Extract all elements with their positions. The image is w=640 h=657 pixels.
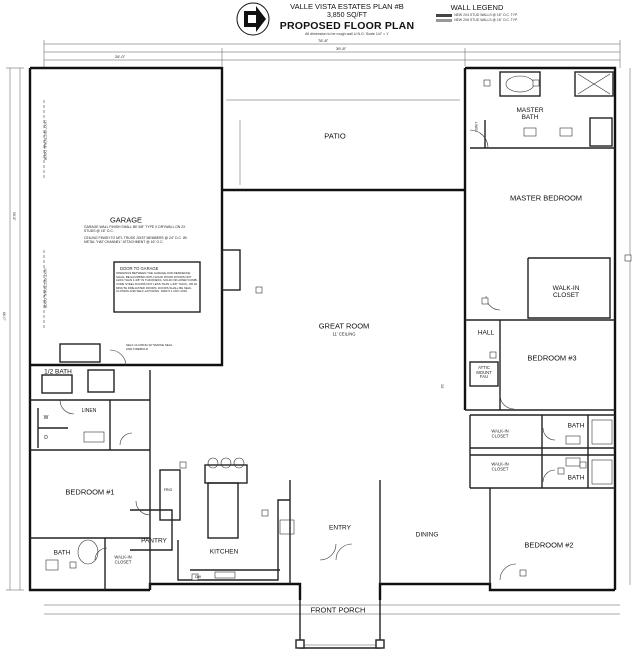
room-front-porch: FRONT PORCH	[310, 605, 366, 615]
dimension-lines	[6, 40, 631, 646]
dryer-label: D	[44, 435, 48, 441]
room-kitchen: KITCHEN	[209, 548, 239, 556]
garage-sectional-door-lower: 16'X7' SECTIONAL DOOR	[43, 268, 47, 309]
room-walkin-closet-b1: WALK-IN CLOSET	[114, 554, 132, 564]
room-bath-r2: BATH	[567, 474, 585, 482]
title-block: VALLE VISTA ESTATES PLAN #B 3,850 SQ/FT …	[272, 2, 422, 36]
wall-legend-row-2x4: NEW 2X4 STUD WALLS @ 16" O.C. TYP.	[436, 13, 518, 17]
room-master-bedroom: MASTER BEDROOM	[509, 193, 583, 203]
dim-garage-width: 26'-0"	[115, 54, 126, 59]
room-bath-r1: BATH	[567, 422, 585, 430]
linen-hall-label: LINEN	[81, 408, 97, 414]
interior-walls	[30, 71, 615, 649]
room-bedroom-2: BEDROOM #2	[524, 540, 574, 550]
room-walkin-closet-r2: WALK-IN CLOSET	[491, 461, 509, 471]
linen-master-label: LINEN	[474, 122, 478, 132]
self-closing-note: SELF CLOSING W/ SMOKE SEAL AND FIREBOLD	[126, 343, 173, 351]
room-hall: HALL	[477, 329, 495, 337]
north-arrow-icon	[236, 2, 270, 36]
plan-title: PROPOSED FLOOR PLAN	[279, 19, 415, 32]
dim-left-a: 58'-8"	[12, 212, 16, 221]
room-dining: DINING	[415, 531, 439, 539]
door-to-garage-note: OPENINGS BETWEEN THE GARAGE AND RESIDENC…	[116, 271, 198, 294]
room-patio: PATIO	[324, 131, 346, 141]
dim-great-room-depth: 34'	[440, 384, 444, 389]
attic-mount-fau: ATTIC MOUNT FAU	[476, 365, 492, 380]
wall-swatch-light	[436, 18, 453, 22]
room-bedroom-1: BEDROOM #1	[65, 487, 115, 497]
reference-tags	[69, 79, 632, 581]
room-master-bath: MASTER BATH	[516, 106, 544, 121]
wall-legend-row-2x6-text: NEW 2X6 STUD WALLS @ 16" O.C. TYP.	[454, 18, 518, 22]
garage-wall-note: GARAGE WALL FINISH SHALL BE 5/8" TYPE X …	[84, 225, 186, 234]
wall-swatch-dark	[436, 13, 453, 17]
wall-legend-row-2x6: NEW 2X6 STUD WALLS @ 16" O.C. TYP.	[436, 18, 518, 22]
fixtures	[45, 73, 613, 579]
great-room-ceiling: 11' CEILING	[332, 331, 356, 337]
washer-label: W	[43, 415, 49, 421]
dishwasher-label: DW	[195, 575, 201, 579]
door-swings	[59, 129, 556, 581]
room-bedroom-3: BEDROOM #3	[527, 353, 577, 363]
wall-legend: WALL LEGEND NEW 2X4 STUD WALLS @ 16" O.C…	[436, 3, 518, 22]
room-great-room: GREAT ROOM	[318, 321, 370, 331]
room-half-bath: 1/2 BATH	[44, 368, 72, 376]
room-garage: GARAGE	[109, 215, 143, 225]
square-footage: 3,850 SQ/FT	[326, 11, 368, 19]
wall-legend-title: WALL LEGEND	[450, 3, 504, 12]
room-entry: ENTRY	[329, 524, 351, 532]
dim-overall-width: 78'-8"	[318, 38, 329, 43]
dim-left-total: 66'-0"	[2, 312, 6, 321]
project-name: VALLE VISTA ESTATES PLAN #B	[290, 2, 404, 11]
frig-label: FRIG	[163, 488, 173, 492]
room-bath-left: BATH	[53, 549, 71, 557]
dim-inner-top: 39'-8"	[336, 46, 347, 51]
door-to-garage-title: DOOR TO GARAGE	[120, 266, 159, 271]
scale-note: All dimension to be rough wall U.N.O. Sc…	[305, 31, 389, 36]
wall-legend-row-2x4-text: NEW 2X4 STUD WALLS @ 16" O.C. TYP.	[454, 13, 518, 17]
room-walkin-closet-master: WALK-IN CLOSET	[552, 284, 580, 299]
garage-ceiling-note: CEILING FINISH TO MTL TRUSS JOIST MEMBER…	[84, 236, 187, 245]
room-walkin-closet-r1: WALK-IN CLOSET	[491, 428, 509, 438]
garage-sectional-door-upper: 16'X7' SECTIONAL DOOR	[43, 120, 47, 161]
room-pantry: PANTRY	[141, 537, 167, 545]
